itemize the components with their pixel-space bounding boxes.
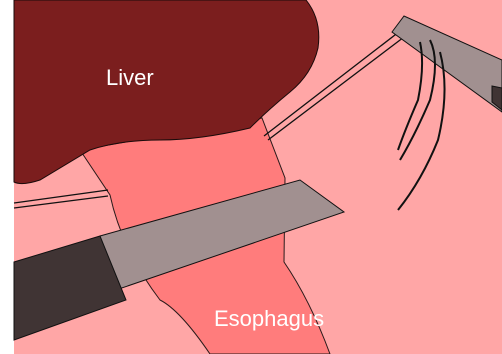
liver-label: Liver: [106, 65, 154, 90]
esophagus-label: Esophagus: [214, 306, 324, 331]
